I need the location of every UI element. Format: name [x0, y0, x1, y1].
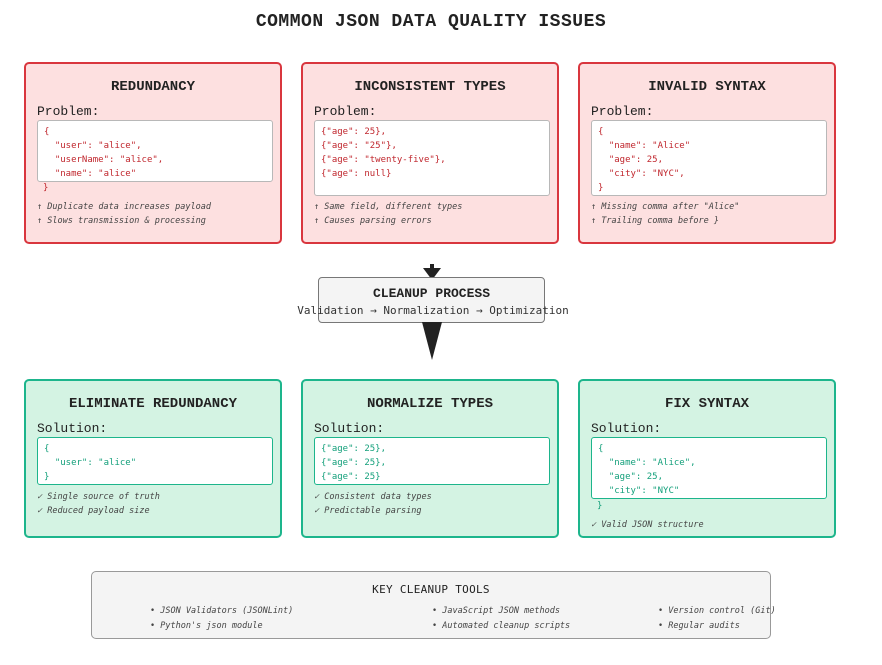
code-line: "age": 25, [598, 155, 664, 165]
code-line: {"age": 25}, [321, 458, 387, 468]
card-title: REDUNDANCY [110, 79, 195, 95]
code-line: {"age": null} [321, 169, 392, 179]
code-line: {"age": 25} [321, 472, 381, 482]
problem-card-redundancy: REDUNDANCY Problem: { "user": "alice", "… [24, 62, 282, 244]
code-box: { "name": "Alice" "age": 25, "city": "NY… [591, 120, 827, 196]
process-subtitle: Validation → Normalization → Optimizatio… [297, 304, 569, 317]
code-box: { "user": "alice", "userName": "alice", … [37, 120, 273, 182]
solution-note: ✓ Single source of truth [37, 492, 160, 502]
process-title: CLEANUP PROCESS [372, 286, 491, 301]
diagram-title: COMMON JSON DATA QUALITY ISSUES [255, 12, 607, 32]
code-line: { [598, 127, 604, 137]
solution-note: ✓ Valid JSON structure [591, 520, 704, 530]
card-label: Problem: [37, 104, 100, 119]
solution-note: ✓ Consistent data types [314, 492, 432, 502]
problem-card-inconsistent-types: INCONSISTENT TYPES Problem: {"age": 25},… [301, 62, 559, 244]
code-box: { "user": "alice" } [37, 437, 273, 485]
code-box: {"age": 25}, {"age": 25}, {"age": 25} [314, 437, 550, 485]
code-line: {"age": 25}, [321, 444, 387, 454]
solution-note: ✓ Predictable parsing [314, 506, 422, 516]
solution-card-fix-syntax: FIX SYNTAX Solution: { "name": "Alice", … [578, 379, 836, 538]
card-label: Solution: [314, 421, 385, 436]
solution-card-eliminate-redundancy: ELIMINATE REDUNDANCY Solution: { "user":… [24, 379, 282, 538]
code-line: "name": "Alice", [598, 458, 696, 468]
problem-note: ↑ Trailing comma before } [591, 216, 719, 226]
card-title: INVALID SYNTAX [648, 79, 766, 95]
card-title: INCONSISTENT TYPES [354, 79, 506, 95]
problem-card-invalid-syntax: INVALID SYNTAX Problem: { "name": "Alice… [578, 62, 836, 244]
card-title: FIX SYNTAX [664, 396, 749, 412]
solution-note: ✓ Reduced payload size [37, 506, 150, 516]
card-title: NORMALIZE TYPES [366, 396, 494, 412]
tool-item: • JSON Validators (JSONLint) [150, 606, 294, 616]
arrow-stem [430, 264, 434, 270]
cleanup-process-box: CLEANUP PROCESS [318, 277, 545, 323]
code-line: } [44, 472, 50, 482]
code-line: "name": "Alice" [598, 141, 691, 151]
tools-title: KEY CLEANUP TOOLS [372, 583, 490, 596]
tool-item: • Automated cleanup scripts [432, 621, 571, 631]
code-line: "age": 25, [598, 472, 664, 482]
code-line: "user": "alice", [44, 141, 142, 151]
card-label: Solution: [37, 421, 108, 436]
code-line: { [44, 444, 50, 454]
tool-item: • Regular audits [658, 621, 740, 631]
code-line: "city": "NYC" [598, 486, 680, 496]
code-line: "city": "NYC", [598, 169, 685, 179]
code-box: { "name": "Alice", "age": 25, "city": "N… [591, 437, 827, 499]
tool-item: • Python's json module [150, 621, 263, 631]
card-label: Problem: [314, 104, 377, 119]
tool-item: • JavaScript JSON methods [432, 606, 560, 616]
problem-note: ↑ Same field, different types [314, 202, 463, 212]
problem-note: ↑ Missing comma after "Alice" [591, 202, 740, 212]
card-title: ELIMINATE REDUNDANCY [68, 396, 238, 412]
code-line: { [44, 127, 50, 137]
tool-item: • Version control (Git) [658, 606, 776, 616]
code-line: "userName": "alice", [44, 155, 164, 165]
code-line-overflow: } [43, 183, 49, 193]
arrow-down-icon [422, 322, 442, 360]
problem-note: ↑ Causes parsing errors [314, 216, 432, 226]
code-line: } [598, 183, 604, 193]
code-line: {"age": 25}, [321, 127, 387, 137]
card-label: Solution: [591, 421, 662, 436]
problem-note: ↑ Slows transmission & processing [37, 216, 206, 226]
code-line: "user": "alice" [44, 458, 137, 468]
code-line: {"age": "25"}, [321, 141, 397, 151]
solution-card-normalize-types: NORMALIZE TYPES Solution: {"age": 25}, {… [301, 379, 559, 538]
code-line: "name": "alice" [44, 169, 137, 179]
code-line: { [598, 444, 604, 454]
problem-note: ↑ Duplicate data increases payload [37, 202, 211, 212]
code-line: {"age": "twenty-five"}, [321, 155, 446, 165]
code-box: {"age": 25}, {"age": "25"}, {"age": "twe… [314, 120, 550, 196]
cleanup-tools-box: KEY CLEANUP TOOLS • JSON Validators (JSO… [91, 571, 776, 639]
card-label: Problem: [591, 104, 654, 119]
code-line-overflow: } [597, 501, 603, 511]
